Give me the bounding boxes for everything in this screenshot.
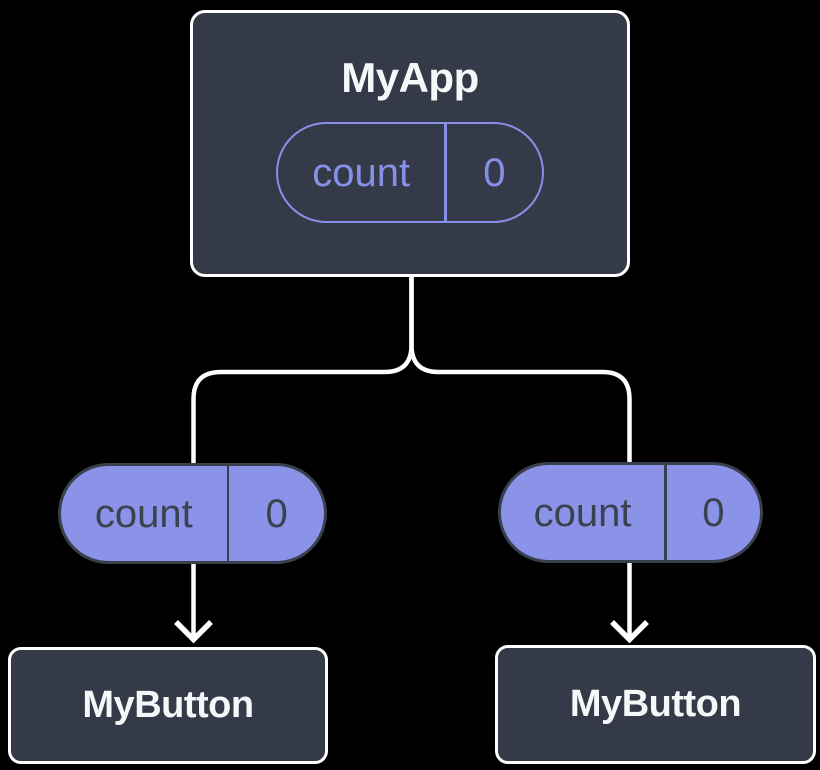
left-mybutton-node: MyButton	[8, 647, 328, 764]
connector-fork-left-branch	[191, 276, 414, 638]
state-pill-label: count	[312, 150, 411, 195]
myapp-state-pill: count 0	[276, 122, 544, 224]
right-arrowhead-down-icon	[610, 620, 649, 644]
right-mybutton-node: MyButton	[495, 645, 816, 764]
left-prop-pill: count 0	[58, 463, 327, 564]
state-pill-divider	[444, 124, 447, 222]
connector-fork-right-branch	[409, 276, 632, 638]
prop-pill-label: count	[533, 490, 632, 535]
mybutton-node-title: MyButton	[569, 683, 742, 725]
prop-pill-value: 0	[265, 491, 288, 536]
prop-pill-value: 0	[702, 490, 725, 535]
left-arrowhead-down-icon	[174, 620, 213, 644]
myapp-node: MyApp count 0	[190, 10, 630, 277]
prop-pill-divider	[226, 466, 230, 561]
prop-pill-divider	[664, 465, 667, 560]
myapp-node-title: MyApp	[341, 54, 479, 101]
right-prop-pill: count 0	[498, 462, 763, 563]
state-pill-value: 0	[483, 150, 506, 195]
prop-pill-label: count	[94, 491, 193, 536]
mybutton-node-title: MyButton	[82, 684, 254, 726]
